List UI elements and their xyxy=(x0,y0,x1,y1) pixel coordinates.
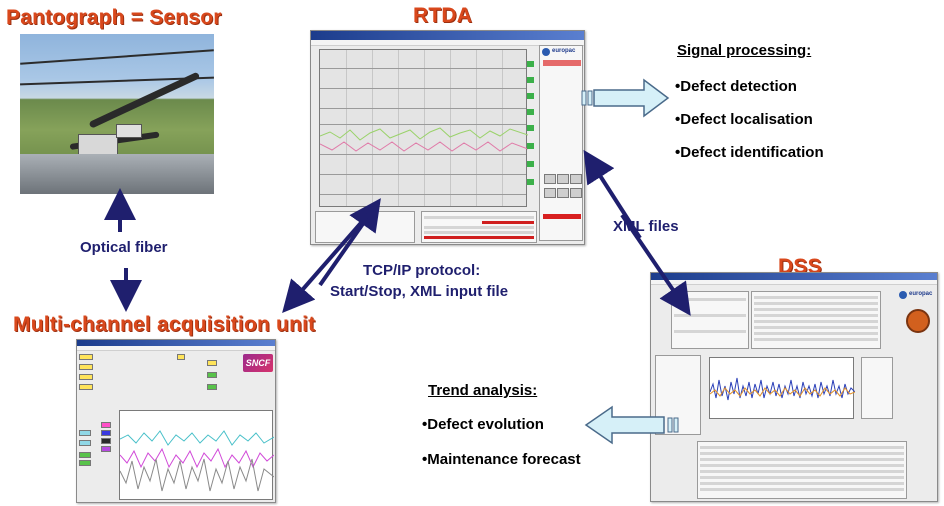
pantograph-title: Pantograph = Sensor xyxy=(6,6,222,29)
acquisition-button[interactable] xyxy=(543,60,581,66)
rtda-menubar xyxy=(311,40,584,46)
rtda-window: europac xyxy=(310,30,585,245)
signal-processing-item: •Defect detection xyxy=(675,78,797,95)
rtda-titlebar xyxy=(311,31,584,40)
dss-file-list xyxy=(671,291,749,349)
rtda-trace-svg xyxy=(320,127,528,152)
trend-analysis-item: •Defect evolution xyxy=(422,416,544,433)
rtda-signal-plot xyxy=(319,49,528,207)
dss-trace-blue xyxy=(710,377,855,401)
trend-analysis-heading: Trend analysis: xyxy=(428,382,538,399)
europac-logo-text-dss: europac xyxy=(909,291,933,297)
acq-trace-cyan xyxy=(120,430,274,446)
acquisition-unit-title: Multi-channel acquisition unit xyxy=(13,313,316,336)
catenary-wire xyxy=(20,49,214,65)
pantograph-photo xyxy=(20,34,214,194)
europac-logo-text-rtda: europac xyxy=(552,48,576,54)
acq-trace-svg xyxy=(120,430,274,492)
stop-bar[interactable] xyxy=(543,214,581,219)
rtda-right-panel: europac xyxy=(539,45,583,241)
acq-menubar xyxy=(77,346,275,351)
rtda-defect-table xyxy=(421,211,537,243)
europac-logo-dss xyxy=(899,291,907,299)
rtda-trace-pink xyxy=(320,141,528,152)
tcp-label-line1: TCP/IP protocol: xyxy=(363,262,481,279)
pantograph-head xyxy=(116,124,142,138)
signal-processing-item: •Defect localisation xyxy=(675,111,813,128)
acq-trace-magenta xyxy=(120,447,274,469)
europac-logo-rtda xyxy=(542,48,550,56)
trend-analysis-item: •Maintenance forecast xyxy=(422,451,581,468)
nav-button[interactable] xyxy=(570,188,582,198)
xml-files-label: XML files xyxy=(613,218,679,235)
acq-trace-grey xyxy=(120,458,274,492)
dss-trend-plot xyxy=(709,357,855,419)
dss-emblem xyxy=(906,309,930,333)
rtda-status-panel xyxy=(315,211,415,243)
nav-button[interactable] xyxy=(557,188,569,198)
nav-button[interactable] xyxy=(570,174,582,184)
dss-window: europac xyxy=(650,272,938,502)
dss-legend-panel xyxy=(861,357,893,419)
block-arrow-right xyxy=(581,78,670,118)
pantograph-base xyxy=(78,134,118,156)
dss-trace-svg xyxy=(710,377,855,401)
signal-processing-heading: Signal processing: xyxy=(677,42,812,59)
dss-parameter-list xyxy=(655,355,701,435)
rtda-title: RTDA xyxy=(413,4,473,27)
dss-trace-orange xyxy=(710,387,855,397)
tcp-label-line2: Start/Stop, XML input file xyxy=(330,283,509,300)
acq-signal-plot xyxy=(119,410,274,500)
dss-menubar xyxy=(651,280,937,285)
nav-button[interactable] xyxy=(544,174,556,184)
dss-bottom-table xyxy=(697,441,907,499)
train-roof xyxy=(20,154,214,194)
sncf-logo: SNCF xyxy=(243,354,273,372)
rtda-trace-green xyxy=(320,127,528,141)
acq-titlebar xyxy=(77,340,275,346)
optical-fiber-label: Optical fiber xyxy=(80,239,168,256)
dss-results-table xyxy=(751,291,881,349)
signal-processing-item: •Defect identification xyxy=(675,144,824,161)
nav-button[interactable] xyxy=(557,174,569,184)
dss-titlebar xyxy=(651,273,937,280)
nav-button[interactable] xyxy=(544,188,556,198)
acquisition-window: SNCF xyxy=(76,339,276,503)
